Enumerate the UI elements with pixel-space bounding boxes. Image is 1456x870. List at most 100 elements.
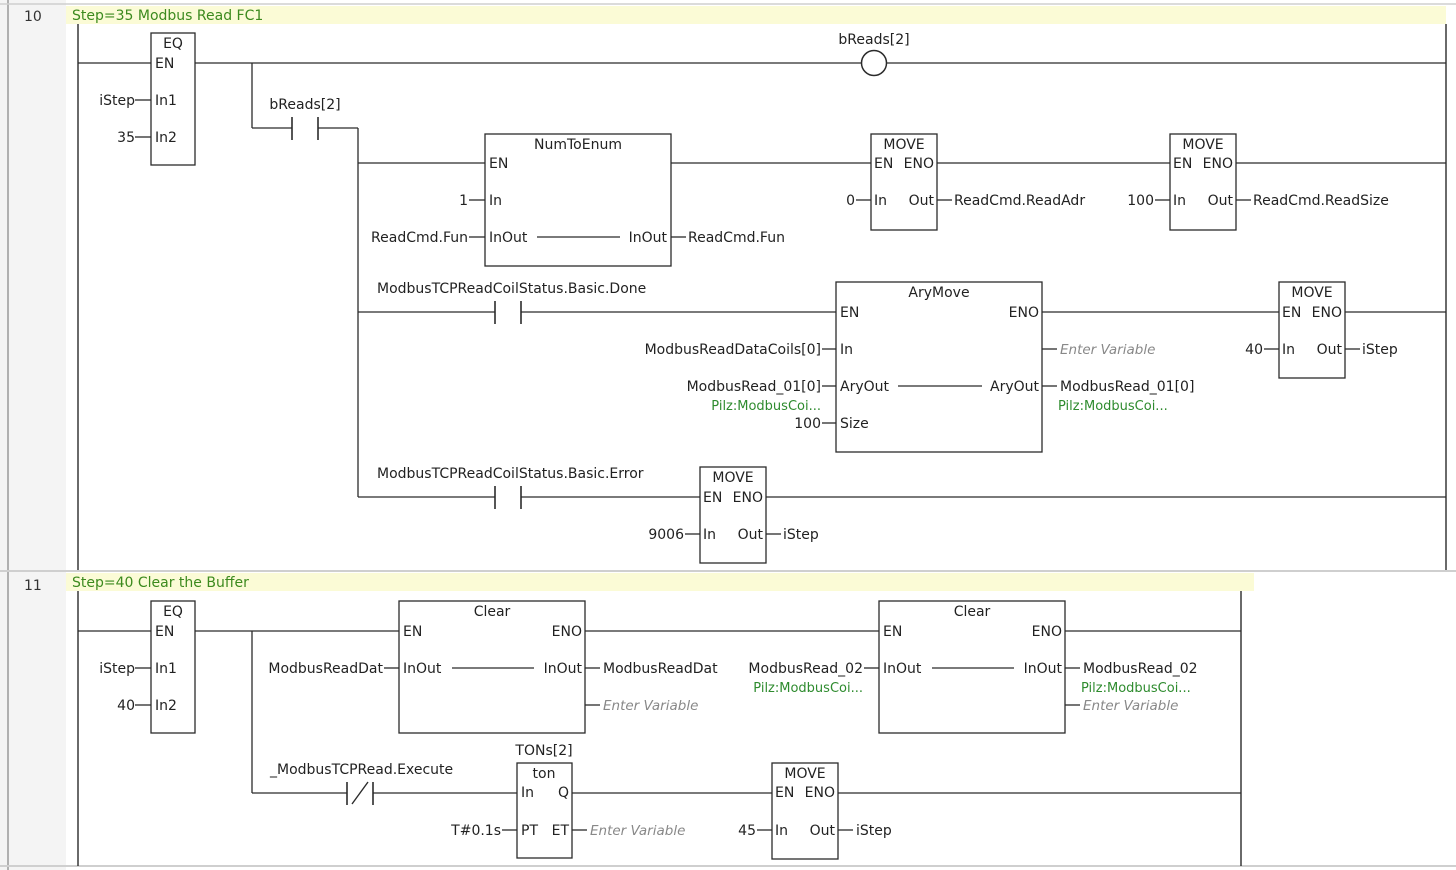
move-eno-pin: ENO bbox=[733, 490, 763, 506]
ton-in-pin: In bbox=[521, 785, 534, 801]
move-in-pin: In bbox=[1282, 342, 1295, 358]
clear-inout-pin: InOut bbox=[883, 661, 922, 677]
move-in-const[interactable]: 0 bbox=[846, 193, 855, 209]
ton-pt-const[interactable]: T#0.1s bbox=[450, 823, 501, 839]
move-title: MOVE bbox=[784, 766, 825, 782]
no-contact-error[interactable]: ModbusTCPReadCoilStatus.Basic.Error bbox=[377, 466, 644, 509]
move-in-const[interactable]: 45 bbox=[738, 823, 756, 839]
move-en-pin: EN bbox=[874, 156, 893, 172]
numtoenum-inout-out-pin: InOut bbox=[629, 230, 668, 246]
numtoenum-inout-out-var[interactable]: ReadCmd.Fun bbox=[688, 230, 785, 246]
move-en-pin: EN bbox=[1173, 156, 1192, 172]
move-title: MOVE bbox=[1182, 137, 1223, 153]
clear-eno-pin: ENO bbox=[1032, 624, 1062, 640]
rung-number-gutter bbox=[0, 0, 66, 870]
clear-title: Clear bbox=[954, 604, 991, 620]
eq-in2-const[interactable]: 35 bbox=[117, 130, 135, 146]
move-out-pin: Out bbox=[810, 823, 836, 839]
clear-inout-type: Pilz:ModbusCoi... bbox=[753, 681, 863, 696]
eq-block[interactable]: EQ EN In1 In2 iStep 35 bbox=[99, 32, 196, 166]
arymove-aryout-out-type: Pilz:ModbusCoi... bbox=[1058, 399, 1168, 414]
numtoenum-inout-var[interactable]: ReadCmd.Fun bbox=[371, 230, 468, 246]
ton-timer-block[interactable]: TONs[2] ton In Q PT ET T#0.1s Enter Vari… bbox=[450, 743, 685, 859]
ton-et-placeholder[interactable]: Enter Variable bbox=[590, 823, 685, 839]
move-in-pin: In bbox=[874, 193, 887, 209]
move-out-var[interactable]: ReadCmd.ReadSize bbox=[1253, 193, 1389, 209]
clear-inout-out-var[interactable]: ModbusReadDat bbox=[603, 661, 718, 677]
clear-title: Clear bbox=[474, 604, 511, 620]
eq-title: EQ bbox=[163, 604, 183, 620]
eq-en-pin: EN bbox=[155, 624, 174, 640]
eq-in1-pin: In1 bbox=[155, 93, 177, 109]
numtoenum-inout-pin: InOut bbox=[489, 230, 528, 246]
clear-en-pin: EN bbox=[883, 624, 902, 640]
arymove-size-const[interactable]: 100 bbox=[794, 416, 821, 432]
numtoenum-block[interactable]: NumToEnum EN In InOut InOut 1 ReadCmd.Fu… bbox=[371, 133, 785, 267]
move-in-const[interactable]: 40 bbox=[1245, 342, 1263, 358]
eq-in1-var[interactable]: iStep bbox=[99, 661, 135, 677]
no-contact-breads[interactable]: bReads[2] bbox=[269, 97, 341, 140]
move-out-var[interactable]: iStep bbox=[856, 823, 892, 839]
arymove-eno-placeholder[interactable]: Enter Variable bbox=[1060, 342, 1155, 358]
contact-var[interactable]: ModbusTCPReadCoilStatus.Basic.Done bbox=[377, 281, 646, 297]
nc-contact-execute[interactable]: _ModbusTCPRead.Execute bbox=[269, 762, 453, 805]
clear-inout-out-var[interactable]: ModbusRead_02 bbox=[1083, 661, 1198, 677]
move-block-readsize[interactable]: MOVE EN ENO In Out 100 ReadCmd.ReadSize bbox=[1127, 133, 1389, 231]
contact-var[interactable]: bReads[2] bbox=[269, 97, 340, 113]
arymove-title: AryMove bbox=[908, 285, 969, 301]
ton-q-pin: Q bbox=[558, 785, 569, 801]
ton-instance[interactable]: TONs[2] bbox=[514, 743, 572, 759]
arymove-eno-pin: ENO bbox=[1009, 305, 1039, 321]
rung-comment-bar[interactable] bbox=[66, 573, 1254, 591]
ton-et-pin: ET bbox=[552, 823, 570, 839]
contact-var[interactable]: _ModbusTCPRead.Execute bbox=[269, 762, 453, 778]
clear-inout-out-type: Pilz:ModbusCoi... bbox=[1081, 681, 1191, 696]
move-block-done[interactable]: MOVE EN ENO In Out 40 iStep bbox=[1245, 281, 1398, 379]
ton-title: ton bbox=[533, 766, 556, 782]
contact-var[interactable]: ModbusTCPReadCoilStatus.Basic.Error bbox=[377, 466, 644, 482]
move-eno-pin: ENO bbox=[1203, 156, 1233, 172]
rung-comment-bar[interactable] bbox=[66, 6, 1446, 24]
clear-inout-var[interactable]: ModbusReadDat bbox=[268, 661, 383, 677]
arymove-block[interactable]: AryMove EN ENO In AryOut AryOut Size Mod… bbox=[645, 281, 1195, 453]
move-block-next-step[interactable]: MOVE EN ENO In Out 45 iStep bbox=[738, 762, 892, 860]
ton-pt-pin: PT bbox=[521, 823, 538, 839]
move-block-error[interactable]: MOVE EN ENO In Out 9006 iStep bbox=[648, 466, 819, 564]
clear-inout-out-pin: InOut bbox=[1024, 661, 1063, 677]
eq-in1-var[interactable]: iStep bbox=[99, 93, 135, 109]
clear-eno-placeholder[interactable]: Enter Variable bbox=[1083, 698, 1178, 714]
numtoenum-title: NumToEnum bbox=[534, 137, 622, 153]
move-out-pin: Out bbox=[1317, 342, 1343, 358]
move-en-pin: EN bbox=[775, 785, 794, 801]
arymove-in-pin: In bbox=[840, 342, 853, 358]
move-title: MOVE bbox=[1291, 285, 1332, 301]
clear-inout-var[interactable]: ModbusRead_02 bbox=[748, 661, 863, 677]
eq-in2-pin: In2 bbox=[155, 698, 177, 714]
rung-11[interactable]: 11 Step=40 Clear the Buffer EQ EN In1 In… bbox=[24, 573, 1254, 866]
move-out-var[interactable]: iStep bbox=[783, 527, 819, 543]
move-block-readadr[interactable]: MOVE EN ENO In Out 0 ReadCmd.ReadAdr bbox=[846, 133, 1085, 231]
arymove-aryout-out-var[interactable]: ModbusRead_01[0] bbox=[1060, 379, 1194, 395]
arymove-en-pin: EN bbox=[840, 305, 859, 321]
clear-block-1[interactable]: Clear EN ENO InOut InOut ModbusReadDat M… bbox=[268, 600, 718, 734]
move-in-const[interactable]: 100 bbox=[1127, 193, 1154, 209]
numtoenum-in-pin: In bbox=[489, 193, 502, 209]
move-out-var[interactable]: iStep bbox=[1362, 342, 1398, 358]
move-eno-pin: ENO bbox=[805, 785, 835, 801]
rung-10[interactable]: 10 Step=35 Modbus Read FC1 EQ EN In1 In2… bbox=[24, 6, 1447, 570]
clear-eno-placeholder[interactable]: Enter Variable bbox=[603, 698, 698, 714]
move-out-var[interactable]: ReadCmd.ReadAdr bbox=[954, 193, 1085, 209]
rung-number: 11 bbox=[24, 578, 42, 594]
arymove-aryout-var[interactable]: ModbusRead_01[0] bbox=[687, 379, 821, 395]
eq-in2-const[interactable]: 40 bbox=[117, 698, 135, 714]
move-in-const[interactable]: 9006 bbox=[648, 527, 684, 543]
arymove-aryout-out-pin: AryOut bbox=[990, 379, 1040, 395]
coil-var[interactable]: bReads[2] bbox=[838, 32, 909, 48]
output-coil[interactable]: bReads[2] bbox=[838, 32, 910, 77]
clear-block-2[interactable]: Clear EN ENO InOut InOut ModbusRead_02 P… bbox=[748, 600, 1198, 734]
eq-block[interactable]: EQ EN In1 In2 iStep 40 bbox=[99, 600, 196, 734]
move-in-pin: In bbox=[775, 823, 788, 839]
arymove-in-var[interactable]: ModbusReadDataCoils[0] bbox=[645, 342, 821, 358]
numtoenum-in-const[interactable]: 1 bbox=[459, 193, 468, 209]
